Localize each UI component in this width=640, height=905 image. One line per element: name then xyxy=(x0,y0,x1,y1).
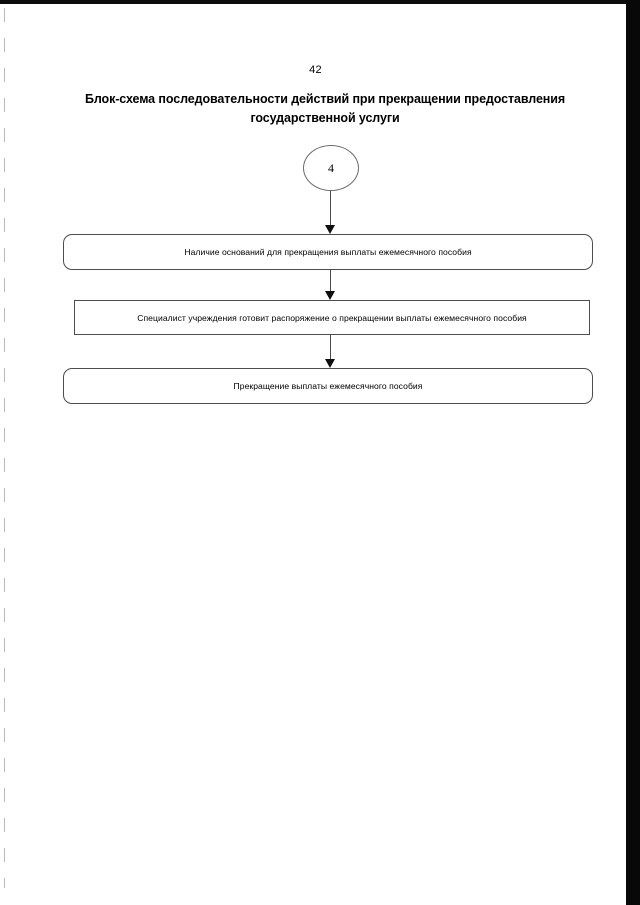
flow-arrow-connector-to-node-1 xyxy=(325,191,336,234)
arrow-head-icon xyxy=(325,225,335,234)
flowchart-connector-label: 4 xyxy=(328,161,334,175)
document-page: 42 Блок-схема последовательности действи… xyxy=(5,4,626,905)
scan-left-margin-line-artifact xyxy=(4,8,5,888)
flowchart: 4 Наличие оснований для прекращения выпл… xyxy=(5,4,626,905)
arrow-stem xyxy=(330,269,331,291)
scan-top-edge-artifact xyxy=(0,0,640,4)
flowchart-node-1: Наличие оснований для прекращения выплат… xyxy=(63,234,593,270)
scan-right-edge-artifact xyxy=(626,0,640,905)
arrow-stem xyxy=(330,334,331,359)
flow-arrow-node-2-to-node-3 xyxy=(325,334,336,368)
flowchart-connector-circle: 4 xyxy=(303,145,359,191)
page-title: Блок-схема последовательности действий п… xyxy=(84,92,566,125)
arrow-stem xyxy=(330,191,331,225)
arrow-head-icon xyxy=(325,291,335,300)
flow-arrow-node-1-to-node-2 xyxy=(325,269,336,300)
arrow-head-icon xyxy=(325,359,335,368)
flowchart-node-3: Прекращение выплаты ежемесячного пособия xyxy=(63,368,593,404)
page-number: 42 xyxy=(309,64,322,76)
flowchart-node-2: Специалист учреждения готовит распоряжен… xyxy=(74,300,590,335)
